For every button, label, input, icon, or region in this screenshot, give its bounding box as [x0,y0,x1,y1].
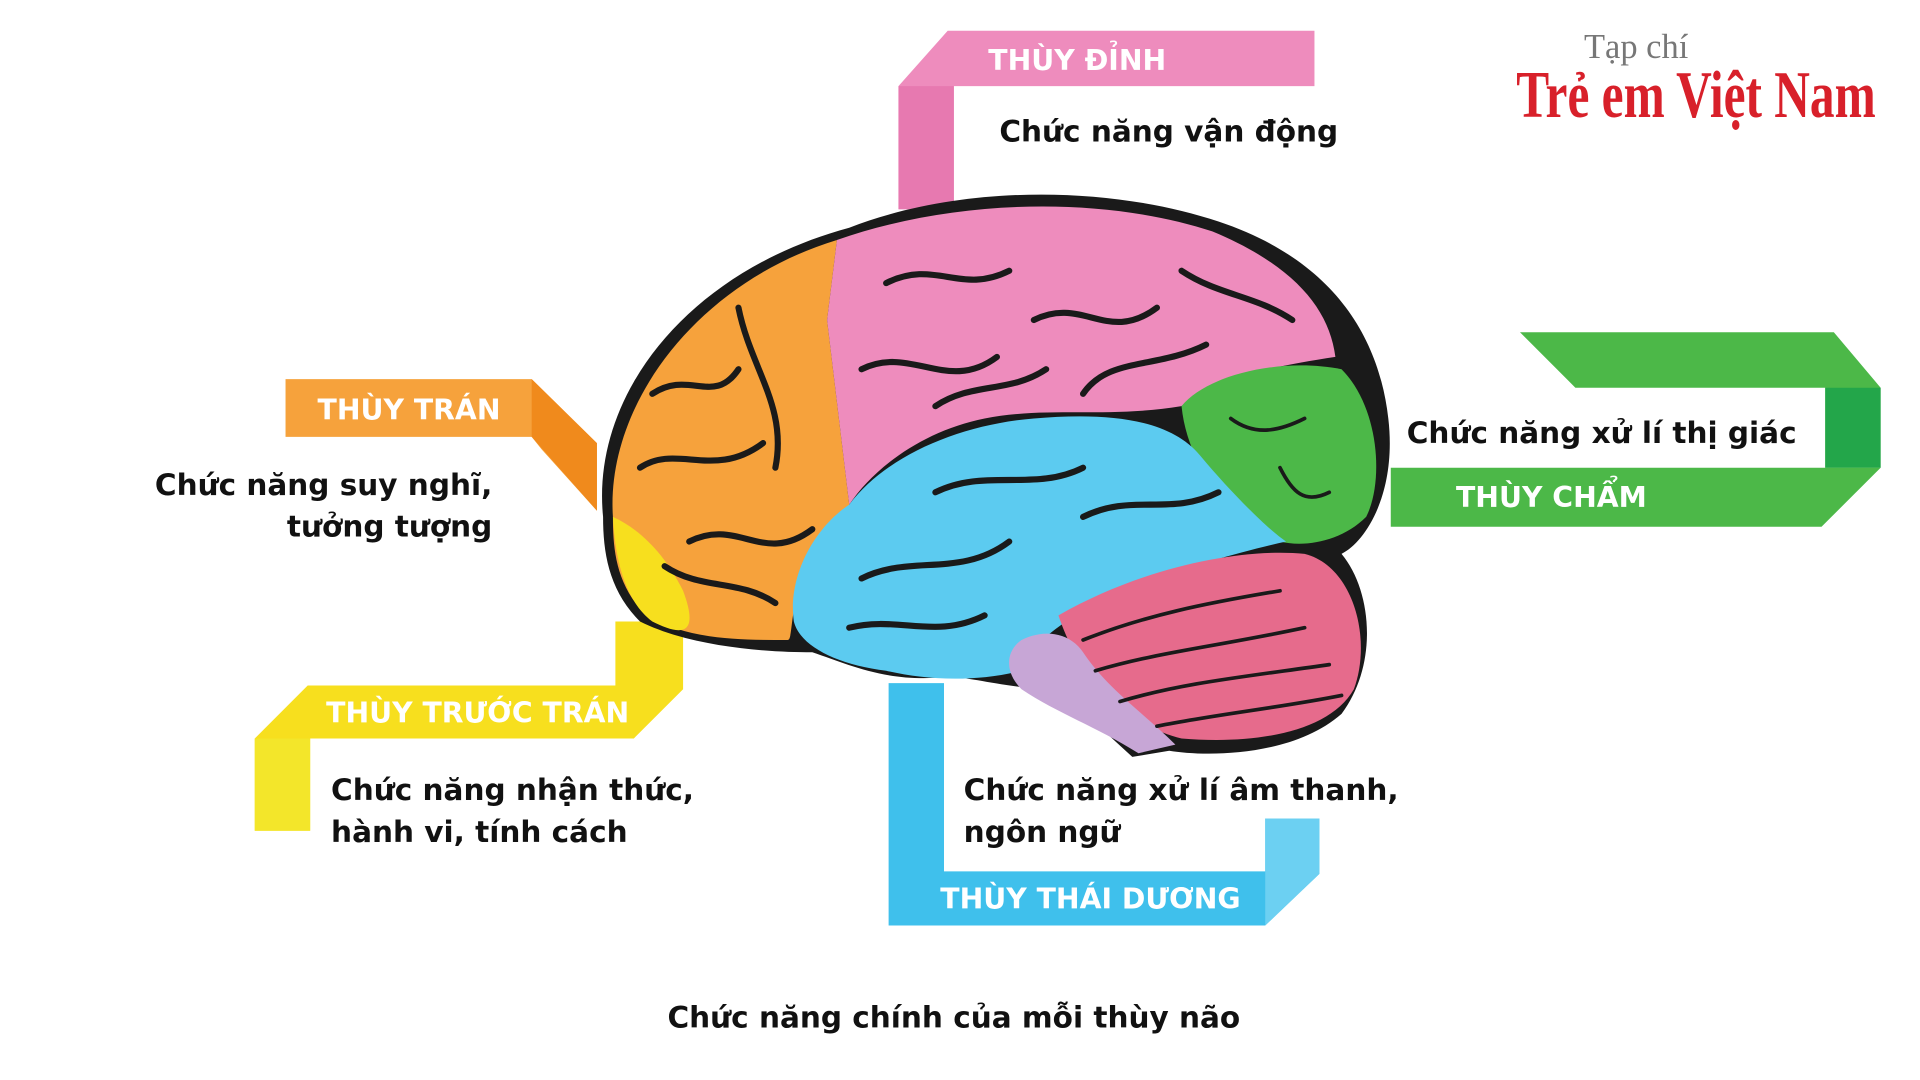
frontal-desc-line1: Chức năng suy nghĩ, [155,468,492,502]
prefrontal-ribbon: THÙY TRƯỚC TRÁN [254,621,684,831]
occipital-ribbon: THÙY CHẨM [1390,332,1881,527]
logo-line1: Tạp chí [1584,28,1689,66]
temporal-desc-line2: ngôn ngữ [964,815,1122,849]
temporal-desc-line1: Chức năng xử lí âm thanh, [964,773,1399,807]
temporal-ribbon: THÙY THÁI DƯƠNG [888,683,1320,926]
parietal-lobe [827,206,1336,505]
occipital-label: THÙY CHẨM [1456,475,1647,514]
logo-line2: Trẻ em Việt Nam [1516,59,1875,132]
parietal-label: THÙY ĐỈNH [988,40,1166,77]
diagram-title: Chức năng chính của mỗi thùy não [667,1000,1240,1035]
prefrontal-lobe [612,516,690,631]
prefrontal-label: THÙY TRƯỚC TRÁN [326,695,629,729]
frontal-ribbon: THÙY TRÁN [285,379,597,511]
logo: Tạp chí Trẻ em Việt Nam [1516,28,1875,132]
prefrontal-desc-line1: Chức năng nhận thức, [331,773,694,807]
frontal-label: THÙY TRÁN [318,393,501,427]
occipital-desc: Chức năng xử lí thị giác [1407,416,1797,450]
brainstem [1009,633,1176,754]
brain-illustration [602,194,1390,757]
parietal-ribbon: THÙY ĐỈNH [898,30,1315,210]
frontal-desc-line2: tưởng tượng [287,510,492,544]
temporal-label: THÙY THÁI DƯƠNG [940,881,1240,915]
prefrontal-desc-line2: hành vi, tính cách [331,815,628,849]
temporal-lobe [792,416,1287,679]
parietal-desc: Chức năng vận động [999,115,1338,149]
